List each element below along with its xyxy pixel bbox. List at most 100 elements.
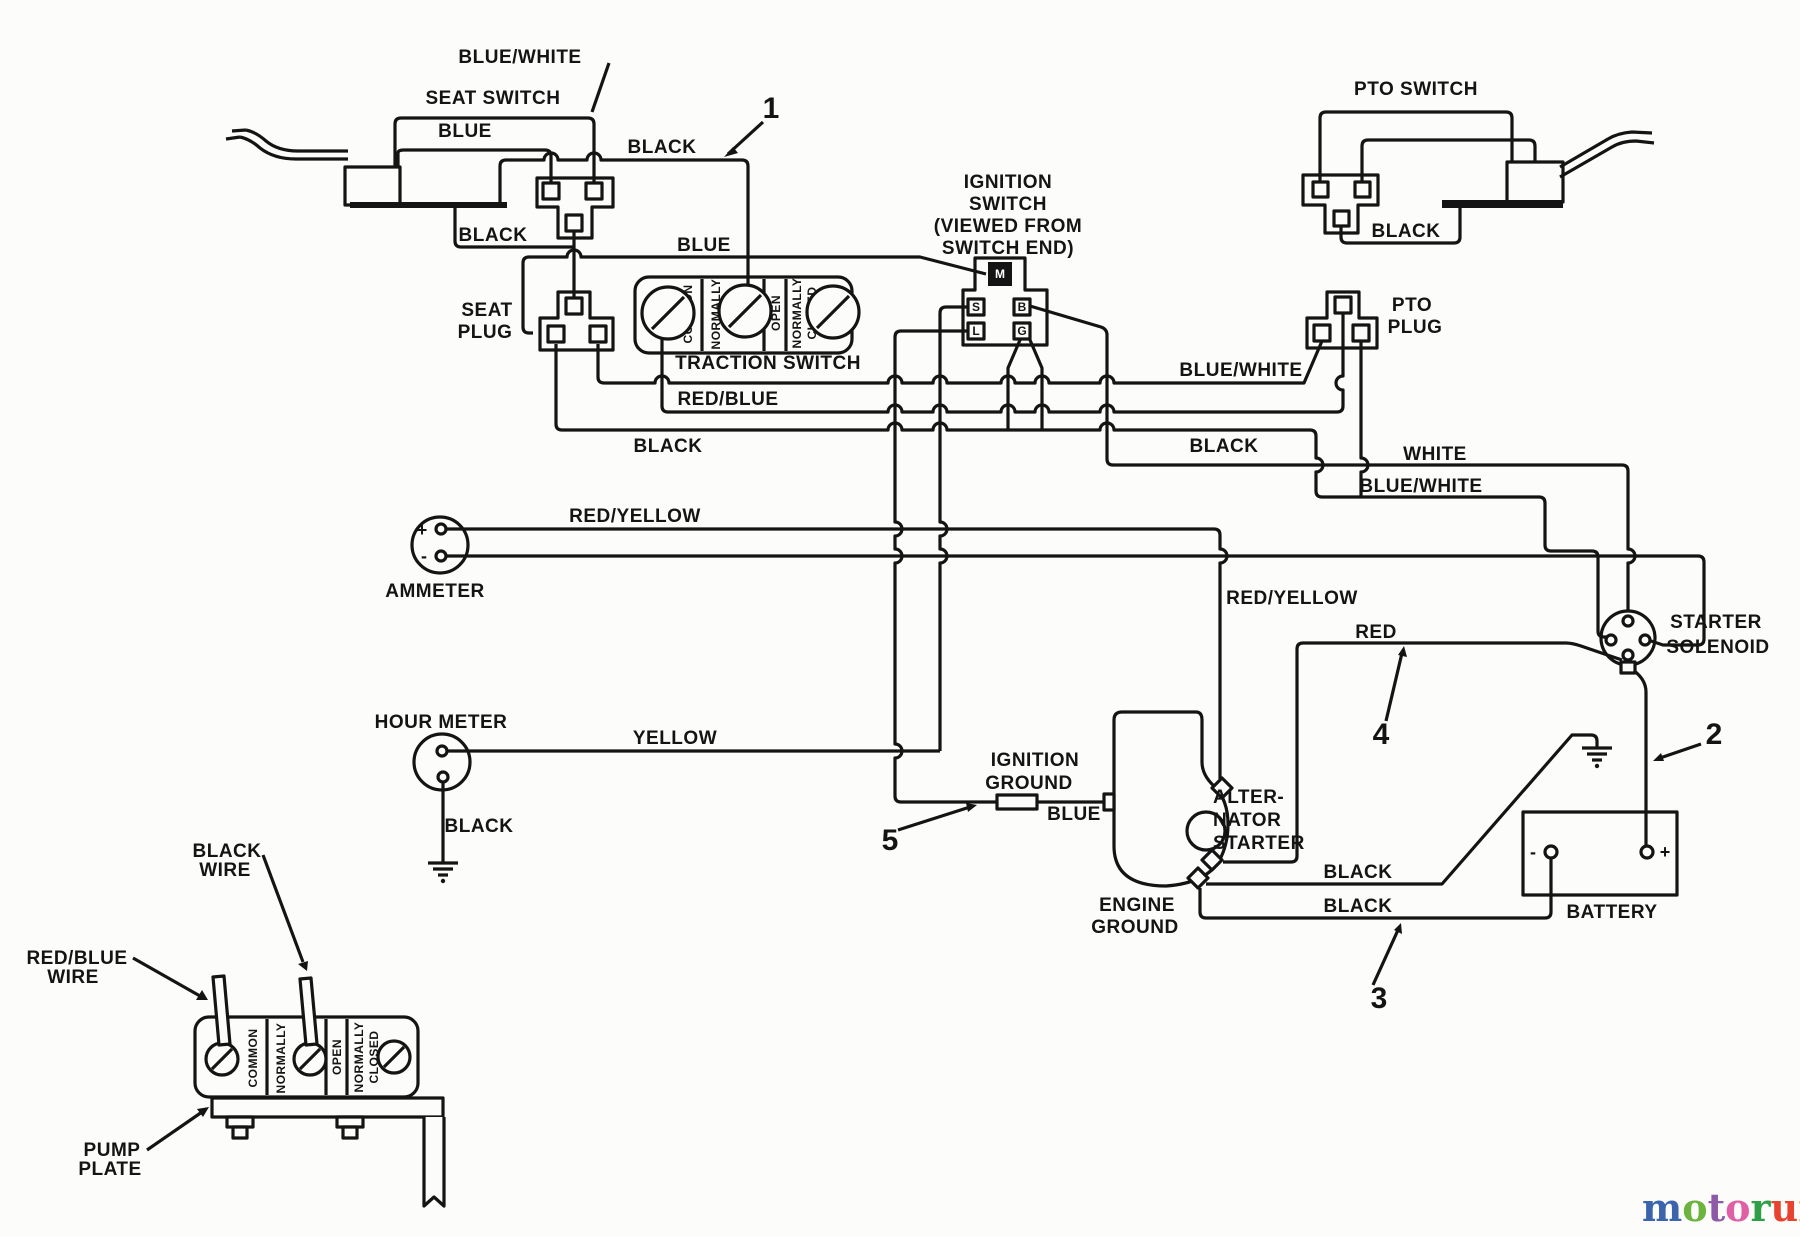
label-ignition-1: IGNITION: [964, 172, 1052, 193]
label-pto-switch: PTO SWITCH: [1354, 79, 1478, 100]
wire-white: [1029, 304, 1637, 611]
wire-pto-outer: [1318, 110, 1514, 182]
callout-3: 3: [1371, 982, 1388, 1015]
label-black-eng1: BLACK: [1324, 862, 1393, 883]
ignition-g-label: G: [1017, 324, 1026, 338]
pto-switch-base: [1442, 200, 1563, 208]
label-red-blue: RED/BLUE: [677, 389, 778, 410]
hour-meter-bottom-terminal: [436, 770, 450, 784]
label-white: WHITE: [1403, 444, 1467, 465]
label-yellow: YELLOW: [633, 728, 717, 749]
battery-plus-sign: +: [1660, 842, 1671, 862]
battery-neg-terminal: [1543, 844, 1559, 860]
wire-black-top: [498, 151, 750, 287]
label-blue-ign: BLUE: [1047, 804, 1101, 825]
label-seat-plug-1: SEAT: [461, 300, 512, 321]
label-blue-white-seat: BLUE/WHITE: [458, 47, 581, 68]
pump-red-blue-wire-stub: [211, 974, 232, 1047]
ignition-m-terminal: [988, 262, 1012, 286]
pump-common-label: COMMON: [246, 1029, 260, 1088]
wire-red-yellow: [446, 527, 1229, 779]
seat-bracket: [225, 128, 348, 161]
seat-blue-white-pointer: [590, 62, 611, 113]
wire-black-seat-loop: [453, 206, 576, 298]
pump-black-wire-stub: [298, 976, 319, 1047]
label-pump-plate-1: PUMP: [84, 1140, 141, 1161]
label-black-left: BLACK: [634, 436, 703, 457]
label-black-wire-1: BLACK: [193, 841, 262, 862]
ignition-terminals: [966, 297, 1032, 341]
chassis-ground-icon: [1582, 746, 1612, 769]
wire-bus3-black-bus5: [554, 344, 1607, 639]
ammeter-minus-sign: -: [421, 546, 427, 566]
pump-plate-bar: [210, 1096, 445, 1119]
label-battery: BATTERY: [1566, 902, 1657, 923]
seat-plug-terminals: [546, 296, 608, 344]
label-solenoid-1: STARTER: [1670, 612, 1762, 633]
wire-pto-plug-br: [1359, 341, 1370, 497]
wires: [393, 62, 1706, 920]
traction-nc1-label: NORMALLY: [790, 278, 804, 349]
traction-open-label: OPEN: [769, 295, 783, 331]
wire-ammeter-neg: [446, 554, 1706, 647]
wire-seat-blue: [396, 148, 553, 183]
label-seat-blue: BLUE: [438, 121, 492, 142]
ammeter-neg-terminal: [434, 549, 448, 563]
pump-open-label: OPEN: [330, 1039, 344, 1075]
label-blue-white-right: BLUE/WHITE: [1359, 476, 1482, 497]
ignition-ground-resistor: [995, 793, 1039, 811]
pto-plug-terminals: [1312, 295, 1371, 343]
label-red-yellow-1: RED/YELLOW: [569, 506, 701, 527]
wire-pto-black: [1339, 208, 1462, 245]
motoruf-logo: motoruf.de: [1642, 1185, 1800, 1230]
traction-screws: [640, 283, 861, 341]
battery-minus-sign: -: [1530, 842, 1536, 862]
label-solenoid-2: SOLENOID: [1666, 637, 1769, 658]
black-wire-arrow: [261, 854, 305, 963]
wire-black-engine-2: [1198, 858, 1553, 920]
callouts: 1 2 3 4 5: [132, 92, 1723, 1152]
label-black-wire-2: WIRE: [199, 860, 251, 881]
terminal-texts: COMMON NORMALLY OPEN NORMALLY CLOSED COM…: [246, 278, 819, 1094]
battery-pos-terminal: [1639, 844, 1655, 860]
label-alternator-2: NATOR: [1213, 810, 1281, 831]
label-black-eng2: BLACK: [1324, 896, 1393, 917]
labels: BLUE/WHITE SEAT SWITCH BLUE BLACK BLACK …: [26, 47, 1769, 1180]
logo-letter: t: [1708, 1185, 1726, 1230]
engine-ground-terminal: [1186, 866, 1210, 890]
component-details: M S B L G + -: [204, 180, 1671, 1077]
callout-5: 5: [882, 824, 899, 857]
pump-nc2-label: CLOSED: [367, 1030, 381, 1083]
label-alternator-1: ALTER-: [1213, 787, 1284, 808]
label-ammeter: AMMETER: [385, 581, 485, 602]
logo-letter: f: [1798, 1185, 1800, 1230]
label-pump-plate-2: PLATE: [78, 1159, 141, 1180]
solenoid-terminals: [1604, 614, 1652, 675]
seat-connector-terminals: [541, 181, 604, 233]
callout-2: 2: [1706, 718, 1723, 751]
ammeter-gauge: [410, 515, 470, 575]
label-traction-switch: TRACTION SWITCH: [675, 353, 861, 374]
label-black-right: BLACK: [1190, 436, 1259, 457]
ammeter-plus-sign: +: [417, 520, 428, 540]
label-red-blue-wire-2: WIRE: [47, 967, 99, 988]
pump-plate-bracket: [422, 1117, 446, 1208]
hour-meter-ground-icon: [428, 861, 458, 884]
label-black-hour: BLACK: [445, 816, 514, 837]
starter-terminal: [1200, 848, 1224, 872]
wire-bus2-red-blue: [660, 313, 1345, 414]
pump-plate-bolts: [225, 1115, 365, 1140]
label-ignition-ground-2: GROUND: [985, 773, 1072, 794]
label-alternator-3: STARTER: [1213, 833, 1305, 854]
wire-pto-inner: [1360, 138, 1537, 182]
alternator-terminal: [1210, 776, 1234, 800]
starter-motor: [1185, 810, 1227, 852]
pto-switch-body: [1505, 160, 1565, 204]
ignition-b-label: B: [1018, 300, 1027, 314]
logo-text: motoruf.de: [1642, 1185, 1800, 1230]
label-pto-plug-2: PLUG: [1388, 317, 1443, 338]
pump-normally-label: NORMALLY: [274, 1023, 288, 1094]
wire-red: [1223, 641, 1623, 864]
pump-nc1-label: NORMALLY: [352, 1022, 366, 1093]
